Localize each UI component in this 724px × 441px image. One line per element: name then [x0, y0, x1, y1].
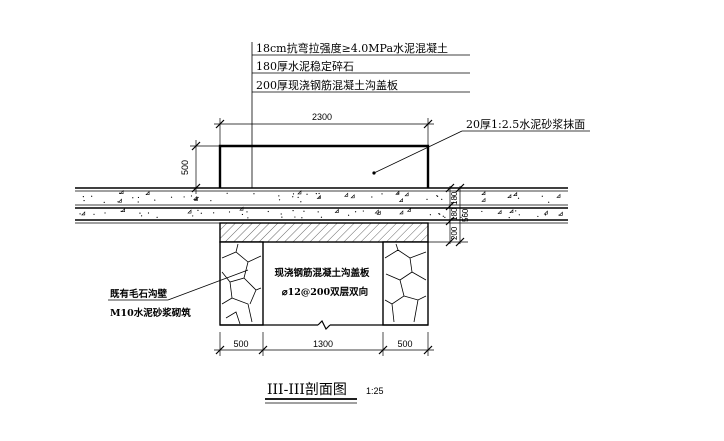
layer-note-2: 180厚水泥稳定碎石 — [256, 59, 354, 73]
curb-outline — [218, 144, 430, 188]
channel-bottom — [220, 319, 428, 331]
wall-leader — [167, 269, 249, 301]
mortar-note: 20厚1:2.5水泥砂浆抹面 — [466, 117, 585, 131]
dim-bottom-left: 500 — [233, 339, 248, 349]
layer-notes-leader — [251, 42, 470, 188]
mortar-leader-dot — [372, 171, 376, 175]
mortar-leader — [373, 130, 463, 174]
concrete-layer — [75, 187, 568, 192]
dim-right-200: 200 — [450, 226, 459, 240]
wall-note-line1: 既有毛石沟壁 — [110, 288, 168, 300]
cover-slab — [219, 222, 429, 243]
layer-note-1: 18cm抗弯拉强度≥4.0MPa水泥混凝土 — [256, 41, 448, 55]
dim-bottom-right: 500 — [397, 339, 412, 349]
dim-bottom-mid: 1300 — [313, 339, 333, 349]
bottom-dim-lines — [214, 332, 434, 356]
dim-top-width-lines — [214, 118, 434, 146]
slab-note-line2: ⌀12@200双层双向 — [282, 286, 368, 298]
dim-curb-height: 500 — [180, 160, 190, 175]
dim-right-560: 560 — [461, 208, 470, 222]
dim-top-width: 2300 — [312, 112, 332, 122]
slab-note-line1: 现浇钢筋混凝土沟盖板 — [274, 267, 370, 279]
right-rubble-wall — [382, 241, 429, 326]
stabilized-gravel-layer — [75, 204, 568, 209]
drawing-scale: 1:25 — [366, 386, 384, 396]
dim-right-180-a: 180 — [450, 191, 459, 205]
wall-note-line2: M10水泥砂浆砌筑 — [110, 307, 191, 319]
aggregate-texture — [79, 189, 563, 219]
dim-right-180-b: 180 — [450, 207, 459, 221]
layer-note-3: 200厚现浇钢筋混凝土沟盖板 — [256, 78, 398, 92]
dim-curb-height-lines — [190, 140, 220, 194]
left-rubble-wall — [219, 241, 264, 326]
right-dim-lines — [428, 183, 468, 247]
drawing-title: III-III剖面图 — [267, 382, 347, 398]
